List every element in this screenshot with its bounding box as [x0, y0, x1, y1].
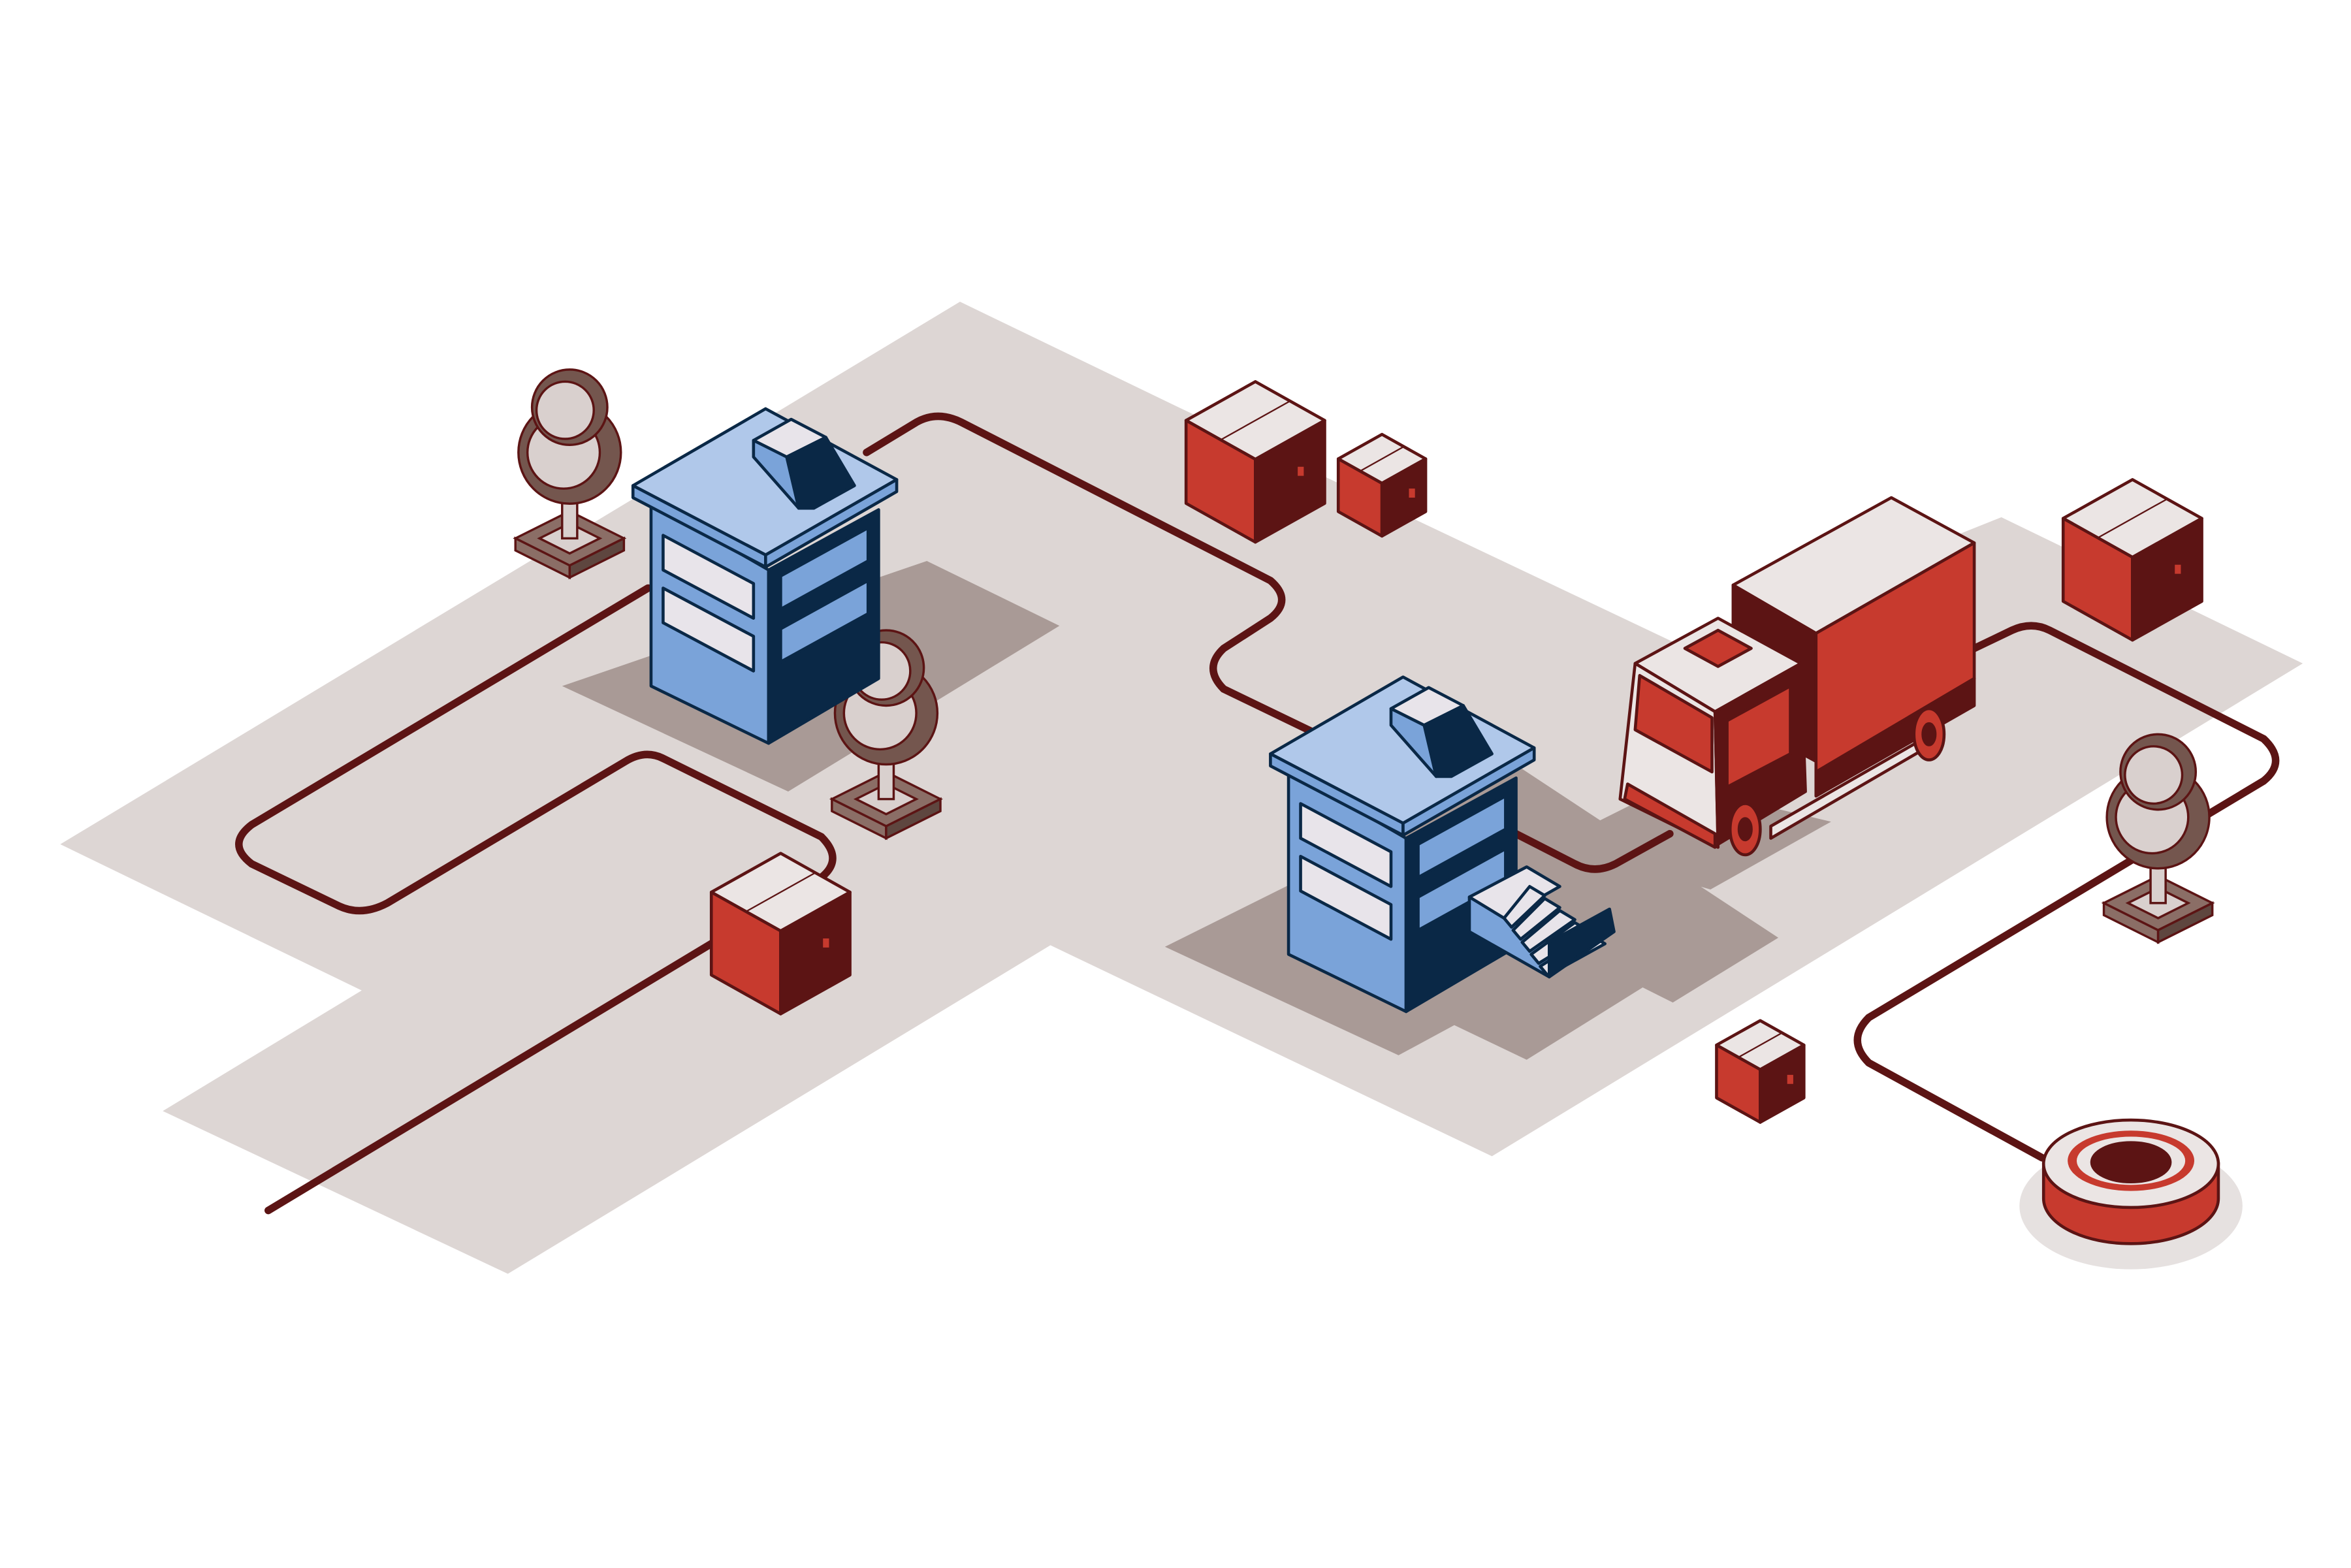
window	[779, 579, 870, 664]
window	[662, 586, 756, 673]
window	[779, 526, 870, 611]
ground-area	[60, 302, 2303, 1274]
boxes	[709, 380, 2203, 1124]
tree-icon	[513, 368, 627, 580]
delivery-truck-icon	[1618, 496, 1976, 857]
building-icon	[1269, 675, 1616, 1014]
window	[662, 534, 756, 620]
window	[1299, 802, 1393, 888]
package-box-icon	[1715, 1019, 1806, 1124]
package-box-icon	[1184, 380, 1326, 544]
package-box-icon	[2061, 478, 2203, 642]
window	[1416, 794, 1507, 879]
package-box-icon	[1336, 432, 1428, 538]
package-box-icon	[709, 852, 852, 1016]
destination-ring-icon	[2019, 1118, 2243, 1270]
trees	[513, 368, 2215, 944]
window	[1299, 854, 1393, 941]
route-line	[235, 412, 2280, 1215]
stairs	[1467, 865, 1616, 979]
tree-icon	[2101, 733, 2215, 944]
building-icon	[631, 407, 899, 745]
